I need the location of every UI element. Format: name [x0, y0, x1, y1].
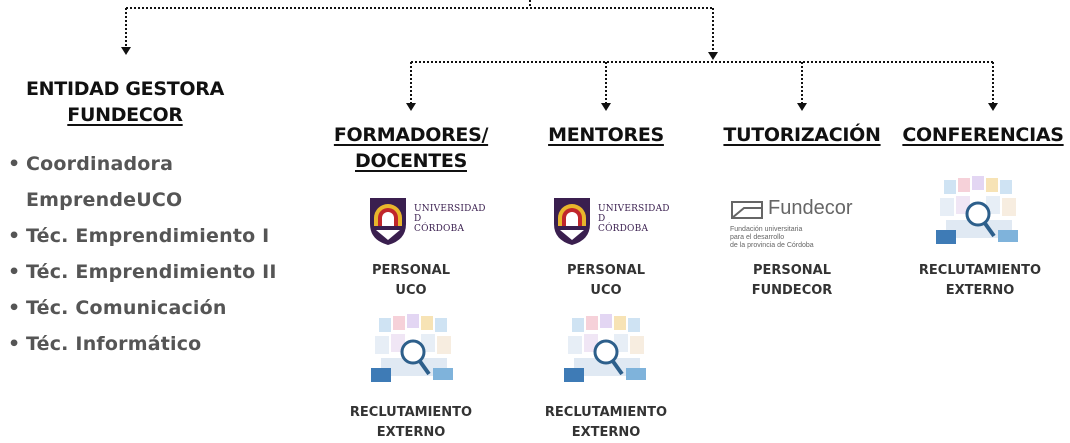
- universidad-cordoba-logo: UNIVERSIDAD D CÓRDOBA: [368, 196, 488, 248]
- role-item: •Téc. Emprendimiento I: [8, 225, 270, 247]
- fundecor-mark-icon: [731, 201, 763, 219]
- formadores-docentes-heading: FORMADORES/ DOCENTES: [333, 124, 489, 172]
- caption-reclutamiento-externo: RECLUTAMIENTO EXTERNO: [918, 263, 1042, 298]
- conferencias-heading: CONFERENCIAS: [902, 124, 1064, 146]
- entidad-gestora-line: ENTIDAD GESTORA: [26, 78, 224, 100]
- recruitment-illustration-icon: [371, 314, 453, 382]
- role-item: •Téc. Informático: [8, 333, 202, 355]
- arrowhead-col4: [988, 103, 998, 111]
- role-item: •Téc. Emprendimiento II: [8, 261, 277, 283]
- mentores-heading: MENTORES: [548, 124, 664, 146]
- caption-personal-uco: PERSONAL UCO: [371, 263, 451, 298]
- caption-reclutamiento-externo: RECLUTAMIENTO EXTERNO: [544, 405, 668, 440]
- role-item: •Coordinadora: [8, 153, 174, 175]
- recruitment-illustration-icon: [936, 176, 1018, 244]
- role-item: •Téc. Comunicación: [8, 297, 227, 319]
- uco-crest-icon: [370, 198, 406, 245]
- fundecor-title: FUNDECOR: [67, 104, 183, 126]
- fundecor-logo: Fundecor Fundación universitaria para el…: [730, 196, 870, 249]
- roles-list: •Coordinadora EmprendeUCO •Téc. Emprendi…: [8, 146, 277, 362]
- uco-logo-text: UNIVERSIDAD D CÓRDOBA: [598, 204, 670, 234]
- arrowhead-right: [708, 52, 718, 60]
- recruitment-illustration-icon: [564, 314, 646, 382]
- caption-personal-uco: PERSONAL UCO: [566, 263, 646, 298]
- uco-crest-icon: [554, 198, 590, 245]
- entidad-gestora-title: ENTIDAD GESTORA FUNDECOR: [10, 76, 240, 128]
- universidad-cordoba-logo: UNIVERSIDAD D CÓRDOBA: [552, 196, 672, 248]
- arrowhead-col1: [406, 103, 416, 111]
- caption-personal-fundecor: PERSONAL FUNDECOR: [751, 263, 833, 298]
- uco-logo-text: UNIVERSIDAD D CÓRDOBA: [414, 204, 486, 234]
- arrowhead-col2: [601, 103, 611, 111]
- tutorizacion-heading: TUTORIZACIÓN: [723, 124, 881, 146]
- caption-reclutamiento-externo: RECLUTAMIENTO EXTERNO: [349, 405, 473, 440]
- fundecor-wordmark: Fundecor: [768, 197, 853, 219]
- arrowhead-left: [121, 47, 131, 55]
- role-item-continuation: EmprendeUCO: [26, 189, 183, 211]
- fundecor-tagline: Fundación universitaria para el desarrol…: [730, 226, 814, 249]
- arrowhead-col3: [797, 103, 807, 111]
